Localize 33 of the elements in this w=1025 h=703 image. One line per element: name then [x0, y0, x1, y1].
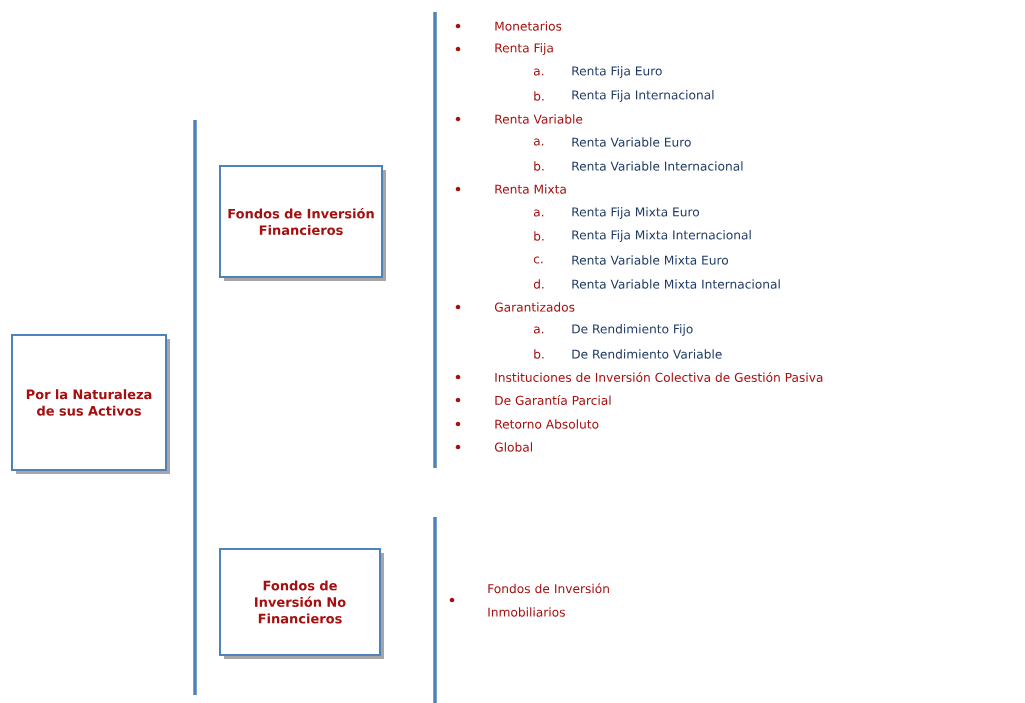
list-item: Renta Fija Internacional — [572, 90, 714, 102]
list-marker: c. — [533, 256, 543, 264]
list-item: Renta Variable — [495, 114, 583, 124]
list-item: De Rendimiento Variable — [572, 349, 722, 359]
list-marker: a. — [533, 138, 544, 146]
list-item: Renta Variable Euro — [572, 137, 691, 147]
list-item: Renta Fija Mixta Internacional — [572, 230, 751, 242]
list-marker: d. — [533, 279, 544, 289]
list-item: Monetarios — [495, 21, 562, 31]
list-item: De Garantía Parcial — [495, 395, 611, 405]
list-marker: a. — [533, 209, 544, 217]
list-item: Renta Variable Mixta Internacional — [572, 279, 780, 289]
list-item: Fondos de Inversión Inmobiliarios — [488, 583, 609, 617]
list-item: Garantizados — [494, 302, 575, 312]
list-item: Renta Mixta — [495, 184, 566, 194]
list-item: Renta Fija Euro — [572, 66, 662, 78]
list-item: Retorno Absoluto — [495, 419, 599, 429]
list-marker: a. — [533, 68, 544, 76]
list-marker: b. — [534, 349, 544, 359]
list-item: Renta Variable Internacional — [572, 161, 743, 171]
list-marker: b. — [534, 91, 544, 101]
list-marker: b. — [534, 161, 544, 171]
list-marker: b. — [534, 231, 544, 241]
list-item: Renta Fija — [495, 43, 553, 55]
category-box: Fondos de Inversión No Financieros — [219, 548, 384, 659]
list-item: Renta Variable Mixta Euro — [572, 255, 729, 265]
list-item: Renta Fija Mixta Euro — [572, 207, 700, 219]
category-box: Por la Naturaleza de sus Activos — [11, 334, 170, 474]
list-item: De Rendimiento Fijo — [572, 324, 693, 336]
list-item: Instituciones de Inversión Colectiva de Gestión Pasiva — [495, 372, 823, 382]
list-item: Global — [494, 442, 532, 452]
category-box: Fondos de Inversión Financieros — [219, 165, 386, 281]
list-marker: a. — [533, 326, 544, 334]
